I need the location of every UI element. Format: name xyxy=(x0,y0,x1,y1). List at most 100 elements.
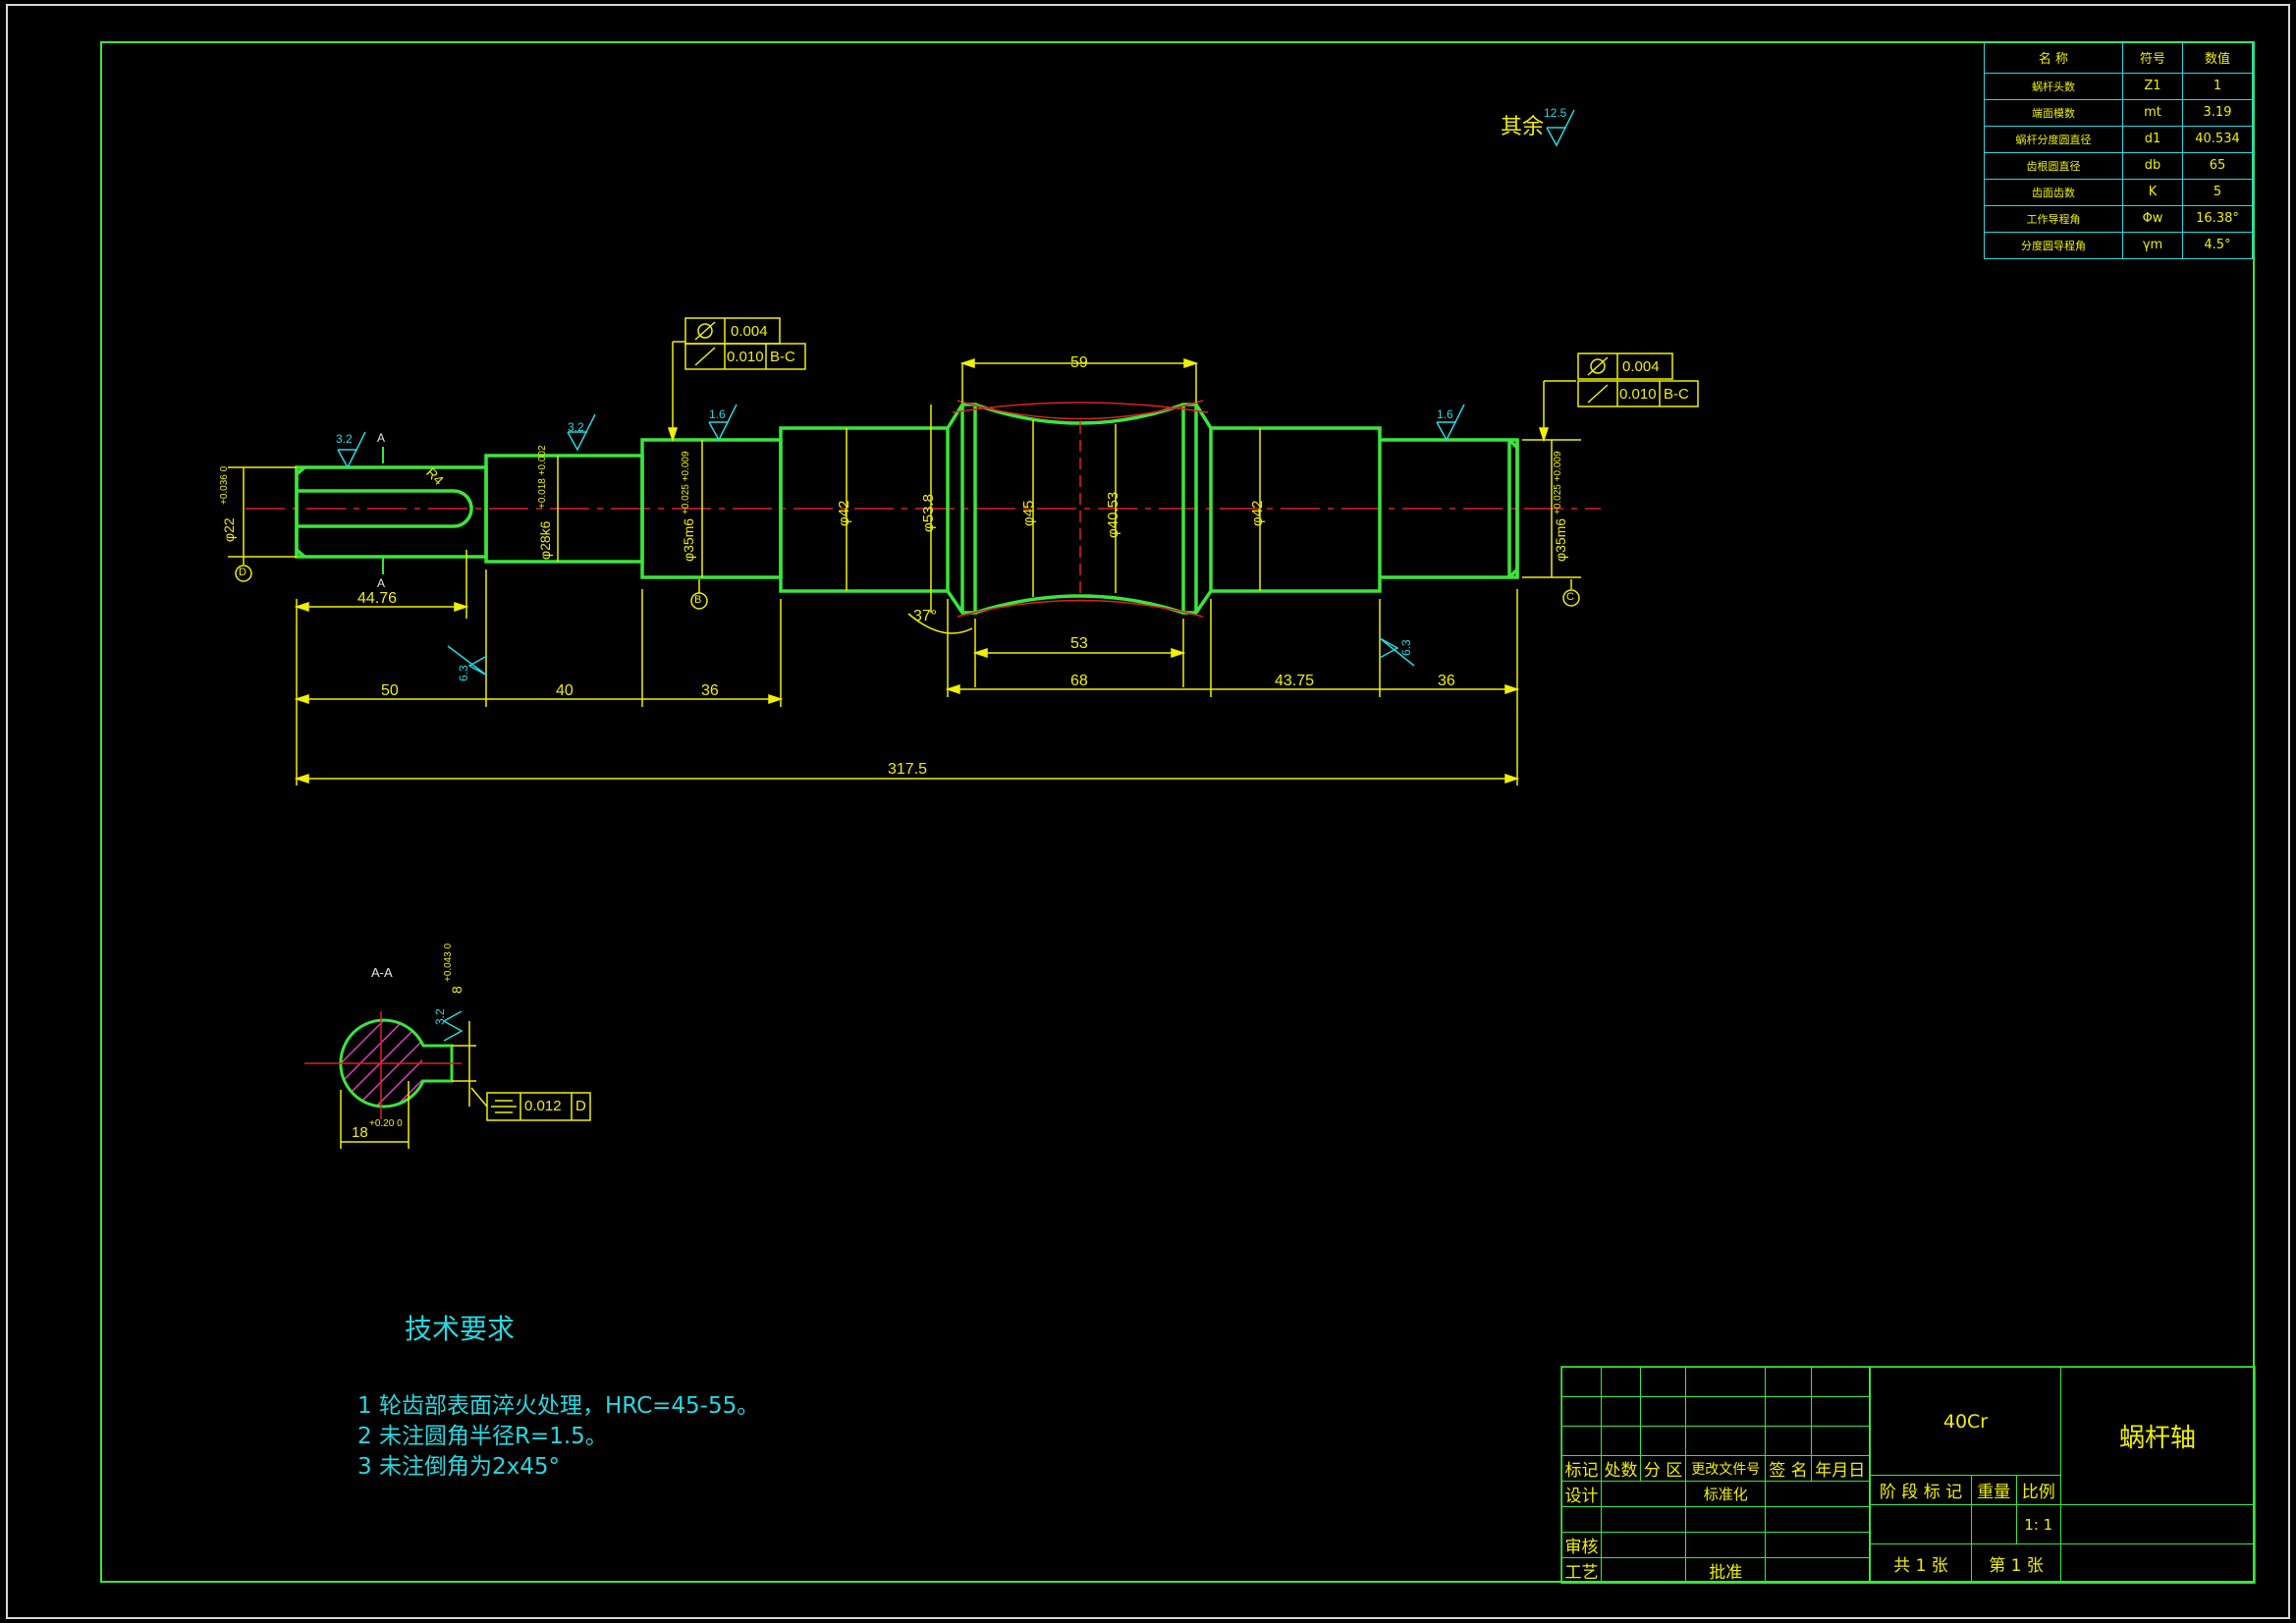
param-name: 齿根圆直径 xyxy=(1984,151,2123,180)
dim-d22-tol: +0.036 0 xyxy=(219,465,230,505)
param-symbol: Φw xyxy=(2122,204,2183,233)
dim-d45: φ45 xyxy=(1020,500,1037,526)
param-name: 蜗杆分度圆直径 xyxy=(1984,125,2123,153)
dim-keyway-width: 8 xyxy=(449,986,465,994)
param-value: 65 xyxy=(2182,151,2253,180)
param-value: 16.38° xyxy=(2182,204,2253,233)
param-value: 1 xyxy=(2182,72,2253,100)
dim-keyway-depth: 18 xyxy=(352,1124,368,1141)
dim-keyway-depth-tol: +0.20 0 xyxy=(369,1118,403,1129)
param-name: 齿面齿数 xyxy=(1984,178,2123,206)
datum-b: B xyxy=(694,594,702,606)
standardize-label: 标准化 xyxy=(1685,1481,1767,1507)
rev-header: 处数 xyxy=(1601,1455,1641,1482)
rev-header: 分 区 xyxy=(1639,1455,1687,1482)
tolerance-datum: B-C xyxy=(770,349,795,365)
param-value: 5 xyxy=(2182,178,2253,206)
param-symbol: mt xyxy=(2122,98,2183,127)
dim-d35-right: φ35m6 xyxy=(1553,517,1568,562)
tolerance-value: 0.010 xyxy=(727,349,764,365)
dim-53: 53 xyxy=(1070,635,1088,652)
roughness-value: 1.6 xyxy=(709,407,726,421)
sheet-number: 第 1 张 xyxy=(1971,1543,2061,1584)
tech-requirement-item: 2 未注圆角半径R=1.5。 xyxy=(357,1424,608,1449)
dim-36-left: 36 xyxy=(701,682,719,699)
roughness-value: 3.2 xyxy=(336,432,353,446)
dim-317-5: 317.5 xyxy=(888,761,928,778)
dim-d53-8: φ53.8 xyxy=(920,494,937,532)
section-title: A-A xyxy=(371,965,393,980)
rev-header: 签 名 xyxy=(1765,1455,1812,1482)
param-header-name: 名 称 xyxy=(1984,41,2123,74)
param-value: 3.19 xyxy=(2182,98,2253,127)
design-label: 设计 xyxy=(1561,1481,1602,1507)
tolerance-value: 0.010 xyxy=(1619,386,1657,403)
datum-c: C xyxy=(1566,591,1574,603)
tolerance-value: 0.004 xyxy=(731,323,768,340)
param-value: 4.5° xyxy=(2182,231,2253,260)
process-label: 工艺 xyxy=(1561,1557,1602,1584)
roughness-value: 3.2 xyxy=(568,420,584,434)
dim-d35-left: φ35m6 xyxy=(681,517,696,562)
section-mark: A xyxy=(377,576,386,590)
dim-keyway-tol: +0.043 0 xyxy=(443,943,454,982)
dim-d42-right: φ42 xyxy=(1249,500,1266,526)
revision-block: 标记 处数 分 区 更改文件号 签 名 年月日 设计 标准化 审核 工艺 批准 xyxy=(1561,1367,1871,1584)
param-header-symbol: 符号 xyxy=(2122,41,2183,74)
param-name: 端面模数 xyxy=(1984,98,2123,127)
part-name: 蜗杆轴 xyxy=(2060,1367,2255,1505)
param-name: 蜗杆头数 xyxy=(1984,72,2123,100)
material: 40Cr xyxy=(1870,1367,2061,1476)
rev-header: 更改文件号 xyxy=(1685,1455,1767,1482)
approve-label: 批准 xyxy=(1685,1557,1767,1584)
sheets-total: 共 1 张 xyxy=(1870,1543,1972,1584)
tolerance-value: 0.004 xyxy=(1622,358,1660,375)
tech-requirement-item: 1 轮齿部表面淬火处理，HRC=45-55。 xyxy=(357,1393,760,1419)
roughness-value: 6.3 xyxy=(1399,639,1413,656)
param-symbol: K xyxy=(2122,178,2183,206)
scale-value: 1: 1 xyxy=(2015,1504,2061,1544)
dim-d28-tol: +0.018 +0.002 xyxy=(537,445,548,509)
dim-36-right: 36 xyxy=(1438,673,1455,689)
dim-68: 68 xyxy=(1070,673,1088,689)
dim-40: 40 xyxy=(556,682,574,699)
roughness-value: 3.2 xyxy=(433,1008,447,1025)
tech-requirement-item: 3 未注倒角为2x45° xyxy=(357,1454,560,1480)
param-symbol: Z1 xyxy=(2122,72,2183,100)
param-symbol: db xyxy=(2122,151,2183,180)
section-mark: A xyxy=(377,431,386,445)
stage-header: 重量 xyxy=(1971,1475,2017,1505)
part-info-block: 40Cr 蜗杆轴 阶 段 标 记 重量 比例 1: 1 共 1 张 第 1 张 xyxy=(1870,1367,2255,1584)
rev-header: 年月日 xyxy=(1810,1455,1871,1482)
drawing-border xyxy=(100,41,2255,1583)
param-name: 分度圆导程角 xyxy=(1984,231,2123,260)
param-name: 工作导程角 xyxy=(1984,204,2123,233)
param-header-value: 数值 xyxy=(2182,41,2253,74)
outer-border xyxy=(6,4,2290,1619)
dim-50: 50 xyxy=(381,682,399,699)
tech-requirements-title: 技术要求 xyxy=(405,1313,516,1345)
datum-d: D xyxy=(239,567,246,578)
param-symbol: γm xyxy=(2122,231,2183,260)
roughness-symbols xyxy=(337,109,1575,1042)
dim-59: 59 xyxy=(1070,354,1088,371)
param-value: 40.534 xyxy=(2182,125,2253,153)
dim-d28: φ28k6 xyxy=(537,520,553,560)
tolerance-datum: D xyxy=(575,1098,586,1114)
dim-d40-53: φ40.53 xyxy=(1105,491,1121,538)
param-symbol: d1 xyxy=(2122,125,2183,153)
dim-d42-left: φ42 xyxy=(836,500,852,526)
dim-44-76: 44.76 xyxy=(357,590,398,607)
roughness-note-label: 其余 xyxy=(1501,114,1545,138)
dim-d35-right-tol: +0.025 +0.009 xyxy=(1553,451,1563,514)
review-label: 审核 xyxy=(1561,1532,1602,1558)
dim-43-75: 43.75 xyxy=(1275,673,1315,689)
roughness-note-value: 12.5 xyxy=(1544,106,1567,120)
roughness-value: 1.6 xyxy=(1437,407,1453,421)
tolerance-value: 0.012 xyxy=(524,1098,562,1114)
dim-d22: φ22 xyxy=(221,517,237,542)
tolerance-datum: B-C xyxy=(1664,386,1689,403)
rev-header: 标记 xyxy=(1561,1455,1602,1482)
